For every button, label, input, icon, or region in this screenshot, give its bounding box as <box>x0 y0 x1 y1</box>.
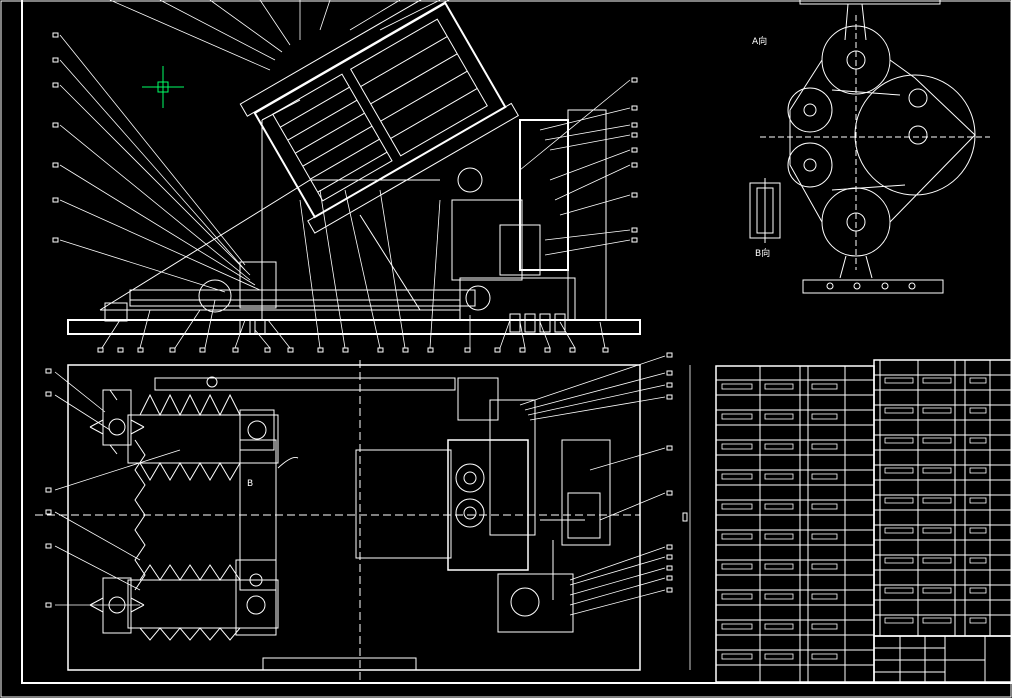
gearbox-column <box>519 119 569 271</box>
view-a-pulleys <box>760 0 990 294</box>
leader-lines-front <box>59 0 631 349</box>
parts-list-table <box>715 359 1012 683</box>
conveyor-upper <box>127 414 279 464</box>
view-a-base <box>802 279 944 294</box>
star-wheel-upper <box>89 389 145 455</box>
view-a-label: A向 <box>752 35 767 47</box>
top-view <box>35 360 641 680</box>
motor-block <box>355 449 452 559</box>
front-view <box>67 0 641 335</box>
rotating-drum-assembly <box>239 0 520 234</box>
drive-rod <box>154 377 456 391</box>
view-b-label: B向 <box>755 247 770 259</box>
conveyor-lower <box>127 579 279 629</box>
balloon-markers <box>52 32 638 353</box>
crosshair-marker <box>142 66 184 108</box>
pulley-left-upper <box>787 87 833 133</box>
drive-shaft <box>129 289 476 307</box>
balloon-markers-top <box>45 352 688 608</box>
parts-list-cells <box>721 377 987 660</box>
inclined-frame <box>99 179 440 311</box>
section-mark: B <box>247 479 253 489</box>
view-b-bracket <box>749 178 781 243</box>
base-plate <box>67 319 641 335</box>
title-block <box>873 635 1012 683</box>
top-view-frame <box>67 364 641 671</box>
pulley-left-lower <box>787 142 833 188</box>
gearbox-top <box>447 439 529 571</box>
leader-lines-top <box>54 355 691 670</box>
star-wheel-lower <box>89 577 145 634</box>
